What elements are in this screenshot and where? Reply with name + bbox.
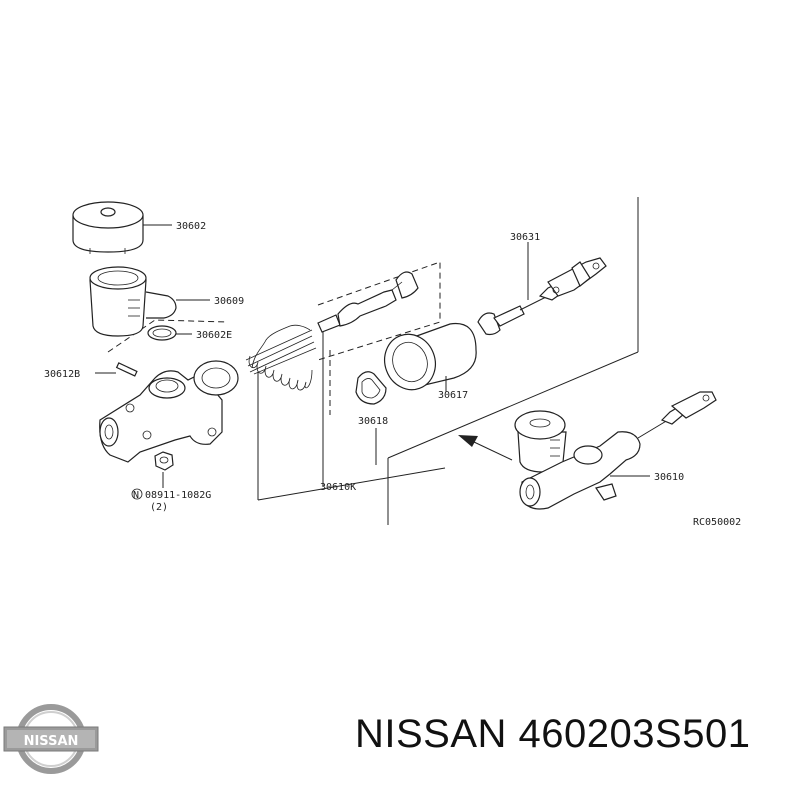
reservoir-cap [72,201,144,254]
callout-labels: 30602 30609 30602E 30612B N 08911-1082G … [44,221,741,528]
snap-ring [355,371,387,405]
callout-nut-part: N 08911-1082G [133,490,211,501]
clevis-pushrod [477,257,607,336]
seal-ring [147,325,177,341]
callout-nut-qty: (2) [150,502,168,513]
callout-30631: 30631 [510,232,540,243]
dust-boot [384,322,477,391]
callout-30610k: 30610K [320,482,356,493]
callout-30602: 30602 [176,221,206,232]
master-cylinder-assembly [514,391,717,510]
roll-pin [115,362,138,377]
piston-rod [317,271,419,333]
callout-30618: 30618 [358,416,388,427]
callout-30612b: 30612B [44,369,80,380]
nissan-logo: NISSAN [3,704,99,774]
hex-nut [154,451,174,471]
callout-30602e: 30602E [196,330,232,341]
reference-code: RC050002 [693,517,741,528]
return-spring [245,324,317,391]
callout-30610: 30610 [654,472,684,483]
callout-30609: 30609 [214,296,244,307]
callout-30617: 30617 [438,390,468,401]
reservoir-tank [89,266,177,337]
master-cylinder-body [99,360,239,463]
logo-wordmark: NISSAN [24,734,79,749]
direction-arrow [458,435,513,461]
nut-qty-circle [131,488,143,500]
part-number-caption: NISSAN 460203S501 [355,712,751,756]
grouping-lines [107,197,639,525]
